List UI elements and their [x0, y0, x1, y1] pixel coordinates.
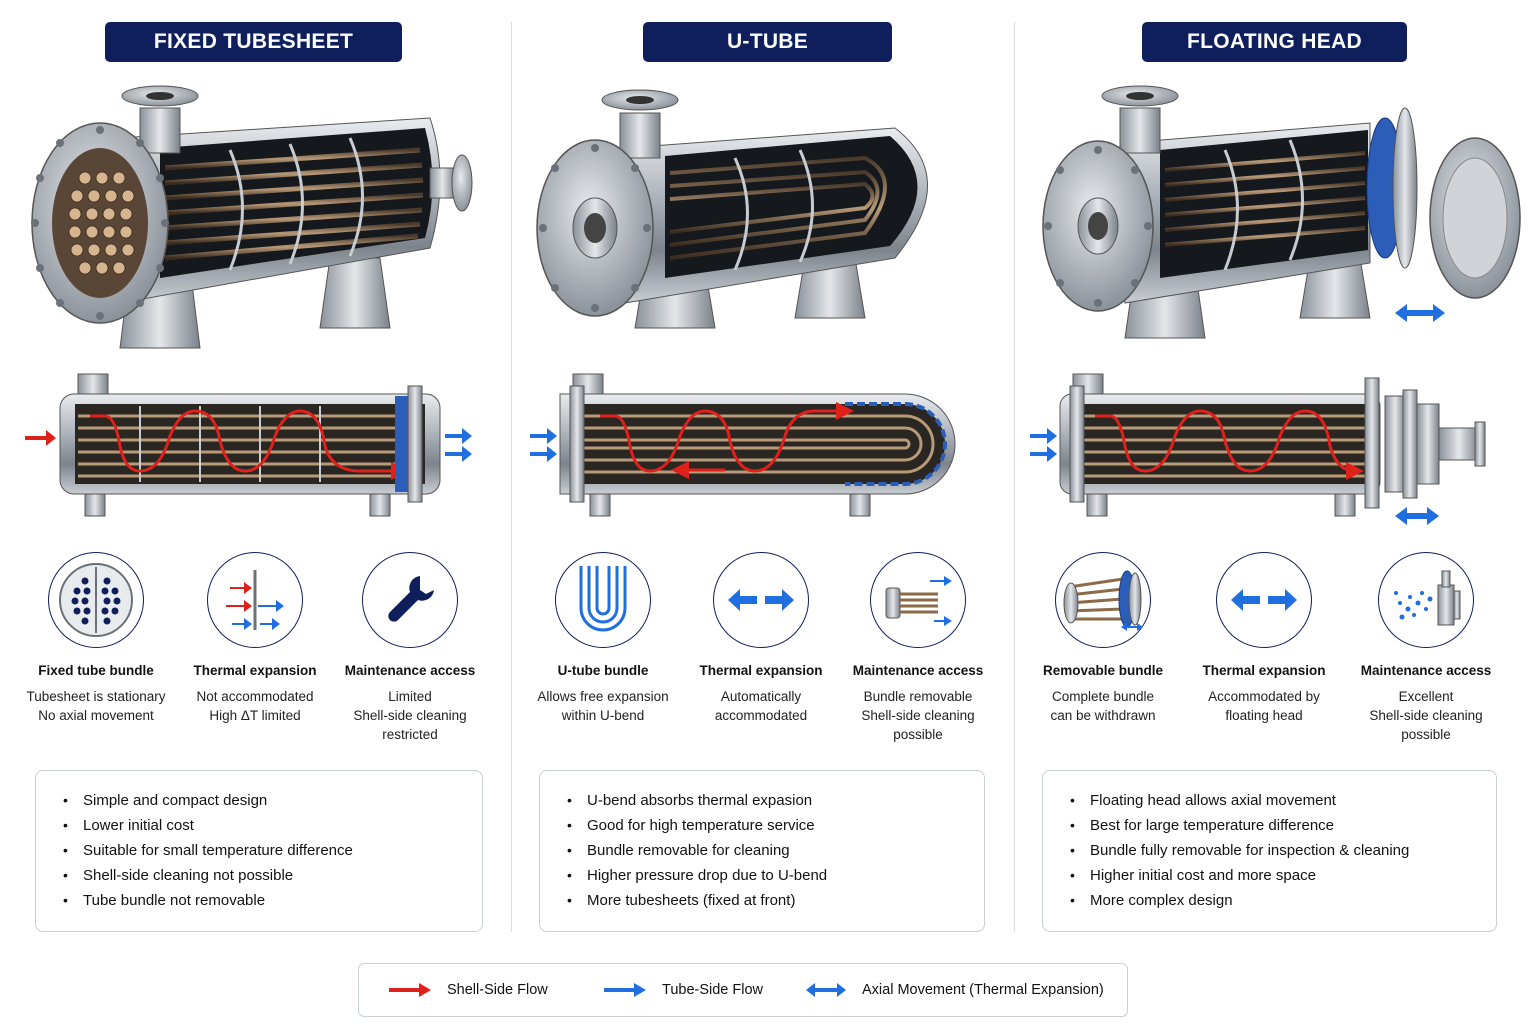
feature-description: Complete bundle can be withdrawn	[1050, 689, 1156, 723]
list-item: Suitable for small temperature differenc…	[63, 838, 482, 863]
feature-title: Maintenance access	[852, 663, 984, 678]
list-item: Simple and compact design	[63, 788, 482, 813]
u-tube-3d-illustration	[536, 89, 928, 329]
list-item: Best for large temperature difference	[1070, 813, 1496, 838]
feature-description: Not accommodated High ΔT limited	[196, 689, 314, 723]
feature-thermal-expansion: Thermal expansion Automatically accommod…	[686, 552, 836, 725]
double-arrow-icon	[1216, 552, 1312, 648]
feature-maintenance-access: Maintenance access Bundle removable Shel…	[843, 552, 993, 744]
u-tube-cross-section	[530, 373, 956, 517]
fixed-tubesheet-summary-box: Simple and compact design Lower initial …	[35, 770, 483, 932]
list-item: Tube bundle not removable	[63, 888, 482, 913]
column-title-fixed-tubesheet: FIXED TUBESHEET	[105, 22, 402, 62]
legend-label: Shell-Side Flow	[447, 982, 548, 998]
list-item: Higher pressure drop due to U-bend	[567, 863, 984, 888]
column-divider	[1014, 22, 1015, 932]
fixed-tubesheet-cross-section	[25, 373, 472, 517]
list-item: U-bend absorbs thermal expasion	[567, 788, 984, 813]
list-item: Higher initial cost and more space	[1070, 863, 1496, 888]
feature-title: Maintenance access	[344, 663, 476, 678]
list-item: Bundle removable for cleaning	[567, 838, 984, 863]
double-arrow-icon	[806, 983, 846, 997]
double-arrow-icon	[713, 552, 809, 648]
blocked-expansion-icon	[207, 552, 303, 648]
feature-title: Thermal expansion	[699, 663, 823, 678]
blue-arrow-icon	[604, 983, 646, 997]
column-divider	[511, 22, 512, 932]
legend: Shell-Side Flow Tube-Side Flow Axial Mov…	[358, 963, 1128, 1017]
legend-item-axial-movement: Axial Movement (Thermal Expansion)	[806, 964, 1104, 1016]
legend-label: Tube-Side Flow	[662, 982, 764, 998]
floating-head-cross-section	[1030, 373, 1486, 525]
u-tube-icon	[555, 552, 651, 648]
spray-cleaning-icon	[1378, 552, 1474, 648]
floating-head-3d-illustration	[1042, 85, 1521, 339]
feature-title: Removable bundle	[1042, 663, 1164, 678]
feature-description: Excellent Shell-side cleaning possible	[1369, 689, 1483, 742]
feature-description: Limited Shell-side cleaning restricted	[353, 689, 467, 742]
fixed-tubesheet-3d-illustration	[31, 85, 473, 349]
feature-description: Tubesheet is stationary No axial movemen…	[26, 689, 166, 723]
feature-title: Thermal expansion	[1202, 663, 1326, 678]
bundle-removal-icon	[870, 552, 966, 648]
feature-title: Thermal expansion	[193, 663, 317, 678]
feature-fixed-tube-bundle: Fixed tube bundle Tubesheet is stationar…	[21, 552, 171, 725]
legend-item-shell-side: Shell-Side Flow	[389, 964, 548, 1016]
legend-item-tube-side: Tube-Side Flow	[604, 964, 763, 1016]
column-title-u-tube: U-TUBE	[643, 22, 892, 62]
feature-thermal-expansion: Thermal expansion Accommodated by floati…	[1189, 552, 1339, 725]
feature-maintenance-access: Maintenance access Excellent Shell-side …	[1351, 552, 1501, 744]
feature-thermal-expansion: Thermal expansion Not accommodated High …	[180, 552, 330, 725]
legend-label: Axial Movement (Thermal Expansion)	[862, 982, 1104, 998]
feature-maintenance-access: Maintenance access Limited Shell-side cl…	[335, 552, 485, 744]
feature-title: Fixed tube bundle	[38, 663, 154, 678]
feature-description: Allows free expansion within U-bend	[537, 689, 669, 723]
tubesheet-icon	[48, 552, 144, 648]
floating-head-summary-box: Floating head allows axial movement Best…	[1042, 770, 1497, 932]
feature-description: Automatically accommodated	[714, 689, 808, 723]
list-item: Lower initial cost	[63, 813, 482, 838]
feature-description: Accommodated by floating head	[1208, 689, 1320, 723]
removable-bundle-icon	[1055, 552, 1151, 648]
list-item: Shell-side cleaning not possible	[63, 863, 482, 888]
feature-removable-bundle: Removable bundle Complete bundle can be …	[1028, 552, 1178, 725]
feature-u-tube-bundle: U-tube bundle Allows free expansion with…	[528, 552, 678, 725]
u-tube-summary-box: U-bend absorbs thermal expasion Good for…	[539, 770, 985, 932]
list-item: More tubesheets (fixed at front)	[567, 888, 984, 913]
list-item: Good for high temperature service	[567, 813, 984, 838]
feature-description: Bundle removable Shell-side cleaning pos…	[861, 689, 975, 742]
list-item: Floating head allows axial movement	[1070, 788, 1496, 813]
list-item: More complex design	[1070, 888, 1496, 913]
feature-title: U-tube bundle	[557, 663, 649, 678]
red-arrow-icon	[389, 983, 431, 997]
wrench-icon	[362, 552, 458, 648]
feature-title: Maintenance access	[1360, 663, 1492, 678]
list-item: Bundle fully removable for inspection & …	[1070, 838, 1496, 863]
column-title-floating-head: FLOATING HEAD	[1142, 22, 1407, 62]
